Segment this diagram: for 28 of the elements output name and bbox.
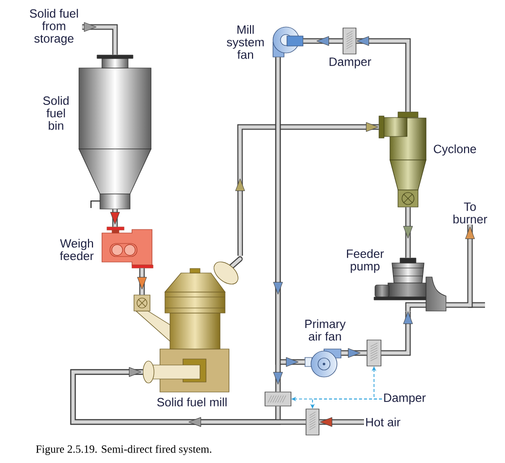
equipment-label: Solid fuel bin: [43, 96, 69, 130]
damper-symbol: [366, 340, 382, 366]
pipe: [110, 209, 120, 227]
flow-label: Hot air: [366, 418, 400, 426]
flow-label: Solid fuel from storage: [30, 8, 78, 46]
pipe: [273, 57, 283, 392]
equipment-label: Solid fuel mill: [157, 398, 227, 406]
equipment-label: Damper: [330, 58, 372, 68]
pipe: [82, 22, 118, 55]
pipe: [303, 36, 343, 46]
figure-caption: Figure 2.5.19. Semi-direct fired system.: [36, 444, 212, 456]
pipe: [137, 268, 147, 295]
pipe: [341, 348, 367, 358]
pipe: [356, 36, 411, 112]
pipe: [381, 311, 413, 356]
damper-symbol: [306, 408, 320, 436]
damper-symbol: [264, 392, 292, 406]
equipment-label: Cyclone: [434, 144, 476, 156]
pipe: [319, 417, 364, 427]
pipe: [446, 224, 475, 308]
equipment-label: Feeder pump: [346, 249, 384, 273]
equipment-label: Mill system fan: [226, 25, 264, 59]
flow-label: To burner: [453, 202, 488, 224]
callout-label: Damper: [384, 394, 426, 404]
pipe: [235, 122, 379, 256]
pipe: [403, 207, 413, 258]
equipment-label: Weigh feeder: [60, 238, 94, 260]
equipment-label: Primary air fan: [305, 319, 346, 341]
